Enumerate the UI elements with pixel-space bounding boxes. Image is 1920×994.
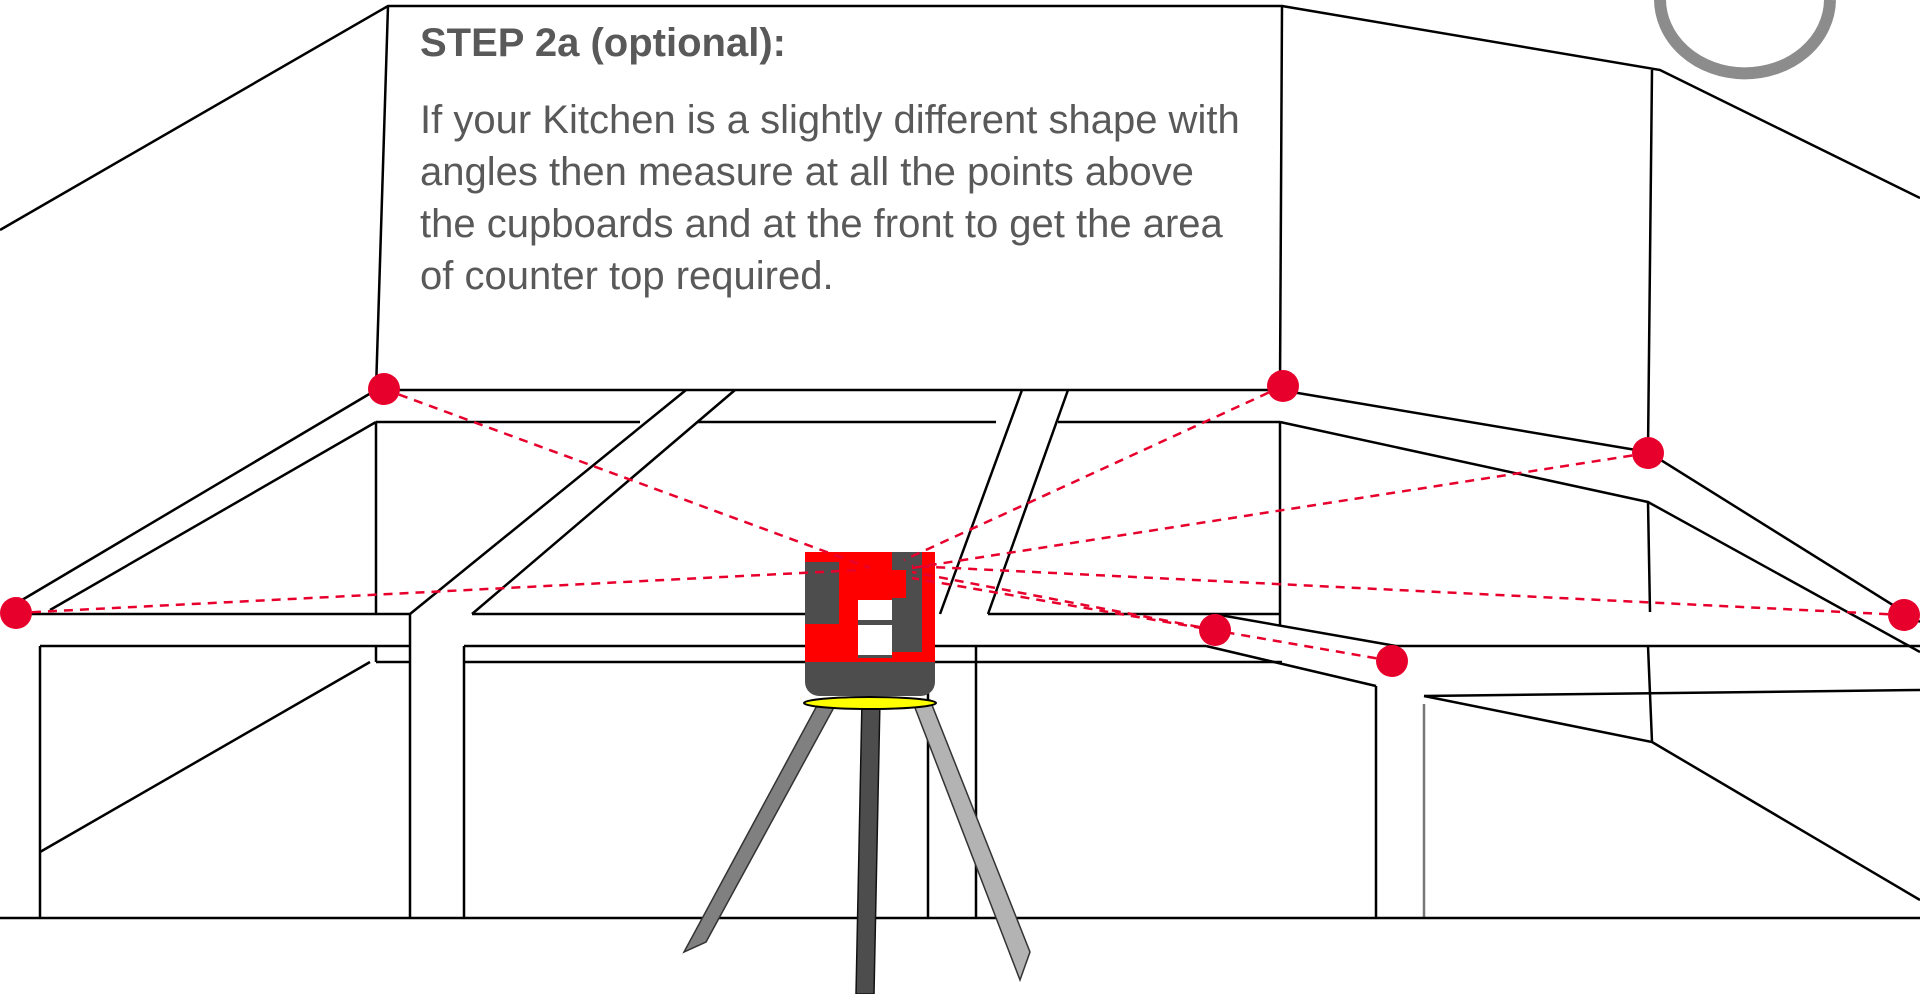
corner-logo-arc bbox=[1654, 0, 1836, 80]
tripod-leg-right bbox=[910, 699, 1031, 983]
laser-level-device bbox=[803, 552, 937, 710]
laser-lines bbox=[15, 384, 1905, 663]
measurement-point bbox=[1888, 599, 1920, 631]
tripod-mount-plate bbox=[803, 696, 937, 710]
tripod-leg-center bbox=[855, 699, 881, 994]
tripod-leg-left bbox=[682, 699, 840, 954]
measurement-point bbox=[1199, 614, 1231, 646]
step-description: If your Kitchen is a slightly different … bbox=[420, 98, 1240, 298]
measurement-points bbox=[0, 370, 1920, 677]
measurement-point bbox=[1376, 645, 1408, 677]
kitchen-outline bbox=[0, 4, 1920, 920]
tripod bbox=[682, 699, 1031, 994]
measurement-point bbox=[1267, 370, 1299, 402]
measurement-point bbox=[0, 597, 32, 629]
instruction-box: STEP 2a (optional): If your Kitchen is a… bbox=[420, 18, 1260, 302]
measurement-point bbox=[368, 373, 400, 405]
step-title: STEP 2a (optional): bbox=[420, 21, 786, 65]
measurement-point bbox=[1632, 437, 1664, 469]
